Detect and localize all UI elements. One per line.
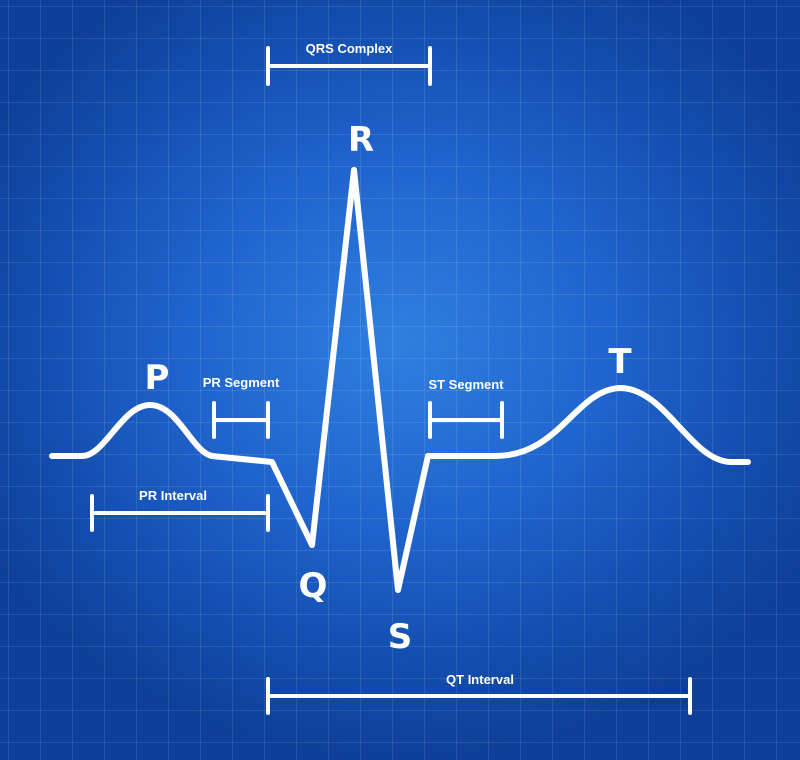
wave-label-p: P bbox=[145, 358, 170, 398]
st-segment-bracket bbox=[428, 401, 504, 439]
wave-label-s: S bbox=[388, 617, 413, 657]
pr-segment-bracket bbox=[212, 401, 270, 439]
pr-interval-bracket bbox=[90, 494, 270, 532]
wave-label-t: T bbox=[608, 342, 632, 382]
wave-label-r: R bbox=[348, 120, 374, 160]
qrs-complex-bracket bbox=[266, 46, 432, 86]
qt-interval-label: QT Interval bbox=[446, 672, 514, 687]
st-segment-label: ST Segment bbox=[428, 377, 504, 392]
qt-interval-bracket bbox=[266, 677, 692, 715]
wave-label-q: Q bbox=[299, 566, 328, 606]
pr-interval-label: PR Interval bbox=[139, 488, 207, 503]
ecg-trace bbox=[49, 167, 751, 593]
pr-segment-label: PR Segment bbox=[203, 375, 280, 390]
qrs-complex-label: QRS Complex bbox=[306, 41, 393, 56]
